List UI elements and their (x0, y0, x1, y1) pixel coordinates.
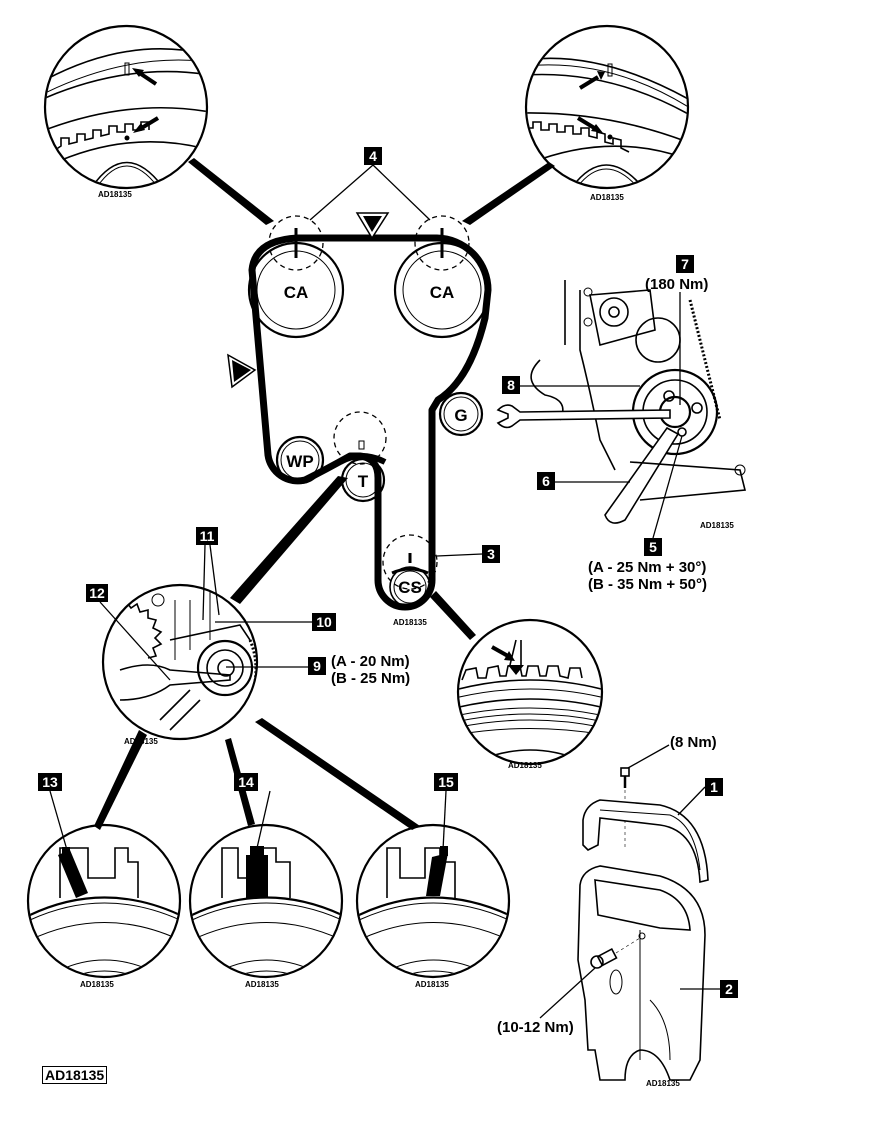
callout-2-number: 2 (725, 981, 733, 997)
crankshaft-timing-detail: AD18135 (430, 591, 604, 770)
ref-code-label: AD18135 (393, 618, 427, 627)
torque-5-b-label: (B - 35 Nm + 50°) (588, 576, 707, 593)
tensioner-detail: AD18135 11 12 10 9 (A - 20 Nm) (B - 25 N… (86, 476, 410, 746)
alignment-zone (414, 215, 470, 271)
torque-5-a-label: (A - 25 Nm + 30°) (588, 559, 706, 576)
callout-12-number: 12 (89, 585, 105, 601)
callout-2-badge (720, 980, 738, 998)
callout-1-badge (705, 778, 723, 796)
pulley-camshaft-right: CA (393, 215, 491, 339)
pulley-label: T (358, 472, 369, 491)
timing-belt-covers: (8 Nm) (10-12 Nm) AD18135 1 2 (497, 734, 738, 1088)
pulley-water-pump: WP (275, 435, 325, 485)
belt-direction-arrow-left (227, 353, 257, 389)
torque-lower-cover-label: (10-12 Nm) (497, 1019, 574, 1036)
callout-6-badge (537, 472, 555, 490)
tensioner-position-13: AD18135 13 (26, 730, 182, 989)
cover-bolt-lower (590, 932, 646, 969)
pulley-label: CA (430, 283, 455, 302)
callout-3-number: 3 (487, 546, 495, 562)
callout-4-badge (364, 147, 382, 165)
pulley-label: CS (398, 578, 422, 597)
callout-5-number: 5 (649, 539, 657, 555)
crankshaft-pulley-view: AD18135 7 (180 Nm) 8 6 5 (A - 25 Nm + 30… (496, 255, 747, 593)
ref-code-label: AD18135 (80, 980, 114, 989)
torque-7-label: (180 Nm) (645, 276, 708, 293)
callout-7-number: 7 (681, 256, 689, 272)
callout-5-badge (644, 538, 662, 556)
detail-pointer (430, 591, 476, 640)
ref-code-label: AD18135 (98, 190, 132, 199)
callout-9-number: 9 (313, 658, 321, 674)
tensioner-position-14: AD18135 14 (188, 738, 344, 989)
figure-reference-code: AD18135 (42, 1066, 108, 1084)
detail-pointer (94, 730, 147, 830)
detail-circle (524, 24, 690, 190)
detail-circle (26, 823, 182, 979)
ref-code-label: AD18135 (508, 761, 542, 770)
upper-timing-cover (582, 799, 709, 884)
detail-camshaft-left-mark: AD18135 (43, 24, 274, 225)
ref-code-label: AD18135 (245, 980, 279, 989)
torque-upper-cover-label: (8 Nm) (670, 734, 717, 751)
belt-layout: CA CA WP (227, 147, 500, 627)
torque-9-a-label: (A - 20 Nm) (331, 653, 410, 670)
callout-14-badge (234, 773, 258, 791)
detail-pointer (188, 158, 274, 225)
detail-pointer (462, 162, 555, 225)
callout-4-number: 4 (369, 148, 377, 164)
pulley-crankshaft: CS AD18135 (382, 534, 438, 627)
callout-15-badge (434, 773, 458, 791)
callout-1-number: 1 (710, 779, 718, 795)
pulley-label: CA (284, 283, 309, 302)
ref-code-label: AD18135 (646, 1079, 680, 1088)
callout-3-badge (482, 545, 500, 563)
detail-pointer (255, 718, 420, 830)
callout-11-badge (196, 527, 218, 545)
callout-8-badge (502, 376, 520, 394)
pulley-label: G (454, 406, 467, 425)
callout-10-badge (312, 613, 336, 631)
callout-11-number: 11 (200, 528, 215, 544)
callout-6-number: 6 (542, 473, 550, 489)
ref-code-label: AD18135 (700, 521, 734, 530)
alignment-zone (382, 534, 438, 590)
callout-12-badge (86, 584, 108, 602)
pulley-idler: G (438, 391, 484, 437)
detail-circle (355, 823, 511, 979)
callout-14-number: 14 (238, 774, 254, 790)
alignment-zone (333, 411, 387, 465)
detail-circle (101, 583, 259, 741)
pulley-camshaft-left: CA (247, 215, 345, 339)
pulley-label: WP (286, 452, 313, 471)
detail-circle (188, 823, 344, 979)
ref-code-label: AD18135 (415, 980, 449, 989)
torque-9-b-label: (B - 25 Nm) (331, 670, 410, 687)
callout-7-badge (676, 255, 694, 273)
detail-circle (43, 24, 209, 190)
callout-8-number: 8 (507, 377, 515, 393)
callout-13-number: 13 (42, 774, 58, 790)
detail-circle (456, 618, 604, 766)
callout-10-number: 10 (316, 614, 332, 630)
pulley-tensioner: T (333, 411, 387, 503)
detail-camshaft-right-mark: AD18135 (462, 24, 690, 225)
tensioner-position-15: AD18135 15 (255, 718, 511, 989)
detail-pointer (230, 476, 348, 604)
lower-timing-cover (577, 865, 706, 1081)
ref-code-label: AD18135 (590, 193, 624, 202)
belt-direction-arrow-top (355, 212, 390, 240)
alignment-zone (268, 215, 324, 271)
callout-9-badge (308, 657, 326, 675)
callout-13-badge (38, 773, 62, 791)
callout-15-number: 15 (438, 774, 454, 790)
